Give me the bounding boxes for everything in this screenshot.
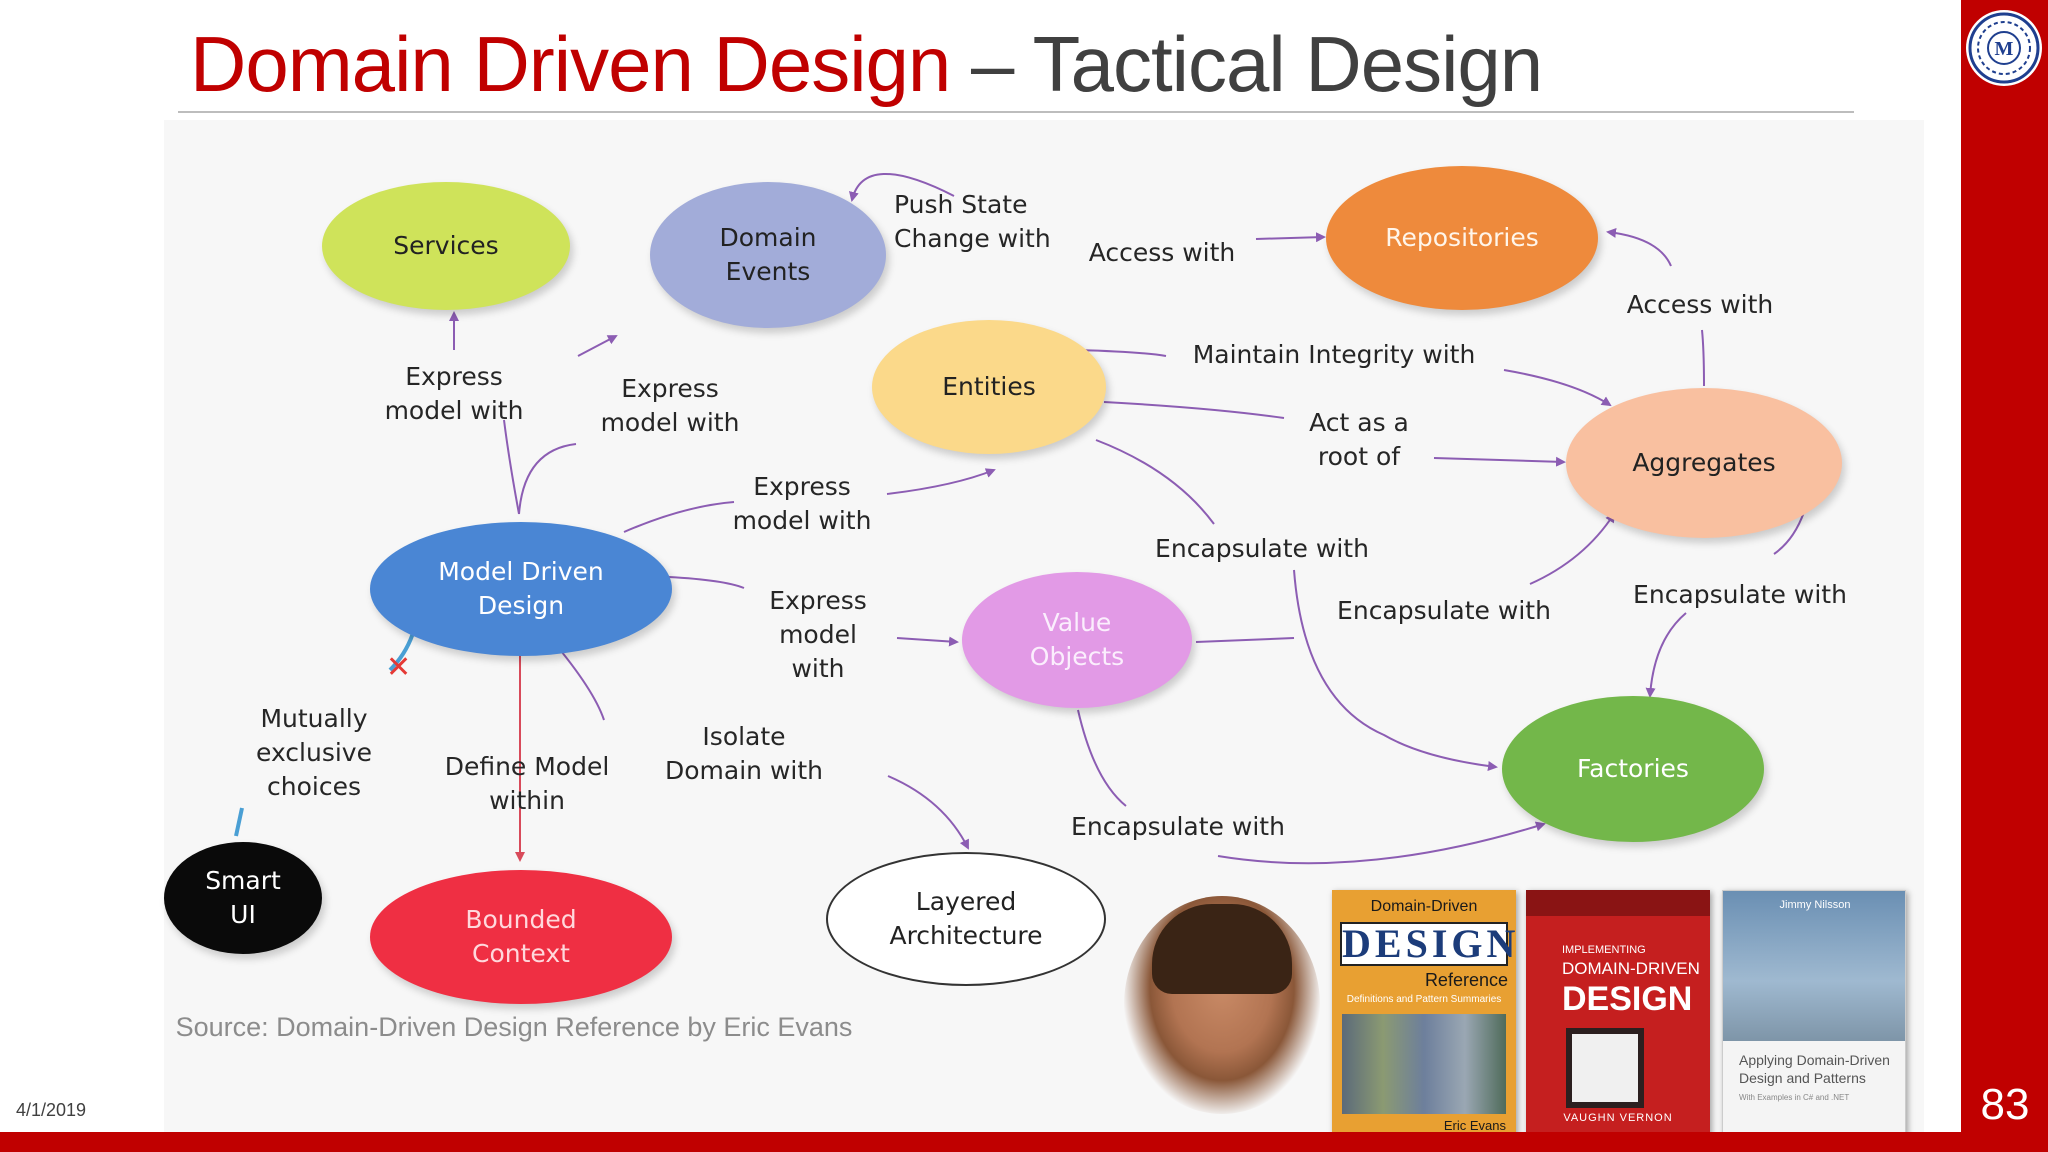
label-aggregates-repositories: Access with: [1626, 290, 1774, 319]
slide-title: Domain Driven Design – Tactical Design: [190, 14, 1544, 114]
label-mdd-domain-events: Express model with: [600, 374, 740, 437]
label-entities-factories: Encapsulate with: [1155, 534, 1369, 563]
connector-mdd-value-objects: [668, 576, 745, 589]
title-main: Domain Driven Design: [190, 20, 951, 108]
slide-number: 83: [1980, 1080, 2030, 1129]
connector-mdd-services: [503, 419, 520, 515]
book-cover-applying-ddd: Jimmy Nilsson Applying Domain-Driven Des…: [1722, 890, 1906, 1138]
node-domain-events: Domain Events: [650, 182, 886, 328]
source-note: Source: Domain-Driven Design Reference b…: [175, 1012, 853, 1042]
connector-layer: [234, 173, 1805, 865]
book1-tagline: Definitions and Pattern Summaries: [1346, 994, 1502, 1005]
label-entities-repositories: Access with: [1088, 238, 1236, 267]
connector-entities-factories: [1095, 439, 1215, 525]
book1-author: Eric Evans: [1443, 1118, 1506, 1133]
label-entities-aggregates-integrity: Maintain Integrity with: [1192, 340, 1476, 369]
connector-entities-aggregates-integrity: [1077, 349, 1167, 357]
logo-letter: M: [1995, 38, 2014, 60]
title-separator: –: [950, 20, 1033, 108]
book3-subtitle: With Examples in C# and .NET: [1739, 1093, 1850, 1102]
book3-author: Jimmy Nilsson: [1779, 899, 1851, 911]
book-cover-implementing-ddd: IMPLEMENTING DOMAIN-DRIVEN DESIGN VAUGHN…: [1526, 890, 1710, 1140]
book3-title: Applying Domain-Driven Design and Patter…: [1739, 1052, 1890, 1086]
book3-bridge-image: [1723, 891, 1905, 1041]
label-value-objects-aggregates: Encapsulate with: [1337, 596, 1551, 625]
node-layered-architecture: Layered Architecture: [826, 852, 1106, 986]
book2-artwork: [1566, 1028, 1644, 1108]
connector-mdd-entities: [623, 501, 735, 533]
label-mdd-services: Express model with: [384, 362, 524, 425]
slide-date: 4/1/2019: [16, 1100, 87, 1120]
book2-overline: IMPLEMENTING: [1562, 944, 1646, 956]
book2-author: VAUGHN VERNON: [1563, 1112, 1673, 1124]
book1-top-text: Domain-Driven: [1370, 898, 1478, 915]
label-entities-aggregates-root: Act as a root of: [1309, 408, 1409, 471]
connector-exclusive-bottom: [234, 807, 244, 837]
node-aggregates: Aggregates: [1566, 388, 1842, 538]
label-mdd-value-objects: Express model with: [769, 586, 867, 683]
right-accent-bar: [1961, 0, 2048, 1152]
label-entities-domain-events: Push State Change with: [894, 190, 1051, 253]
connector-aggregates-repositories: [1701, 329, 1705, 387]
title-sub: Tactical Design: [1032, 20, 1544, 108]
label-mdd-bounded-context: Define Model within: [444, 752, 610, 815]
book1-big-title: DESIGN: [1340, 921, 1516, 966]
label-aggregates-factories: Encapsulate with: [1633, 580, 1847, 609]
title-divider: [178, 111, 1854, 113]
connector-entities-aggregates-root: [1103, 401, 1285, 419]
node-smart-ui: Smart UI: [164, 842, 322, 954]
node-value-objects: Value Objects: [962, 572, 1192, 708]
node-services: Services: [322, 182, 570, 310]
connector-mdd-domain-events: [518, 443, 577, 515]
bottom-accent-bar: [0, 1132, 2048, 1152]
author-photo: [1124, 896, 1320, 1114]
book2-big-title: DESIGN: [1562, 980, 1693, 1018]
label-mdd-entities: Express model with: [732, 472, 872, 535]
book2-title: DOMAIN-DRIVEN: [1562, 959, 1700, 978]
node-repositories: Repositories: [1326, 166, 1598, 310]
diagram-panel: Services Domain Events Repositories Enti…: [164, 120, 1924, 1142]
book2-top-band: [1526, 890, 1710, 916]
connector-value-objects-factories: [1077, 709, 1127, 807]
university-logo: M: [1966, 10, 2042, 86]
connector-value-objects-aggregates: [1195, 637, 1295, 643]
node-model-driven-design: Model Driven Design: [370, 522, 672, 656]
book1-mosaic-image: [1342, 1014, 1506, 1114]
label-value-objects-factories: Encapsulate with: [1071, 812, 1285, 841]
node-factories: Factories: [1502, 696, 1764, 842]
label-mutually-exclusive: Mutually exclusive choices: [256, 704, 372, 801]
exclusive-x-mark: ✕: [386, 650, 412, 685]
node-bounded-context: Bounded Context: [370, 870, 672, 1004]
node-entities: Entities: [872, 320, 1106, 454]
book-cover-ddd-reference: Domain-Driven DESIGN Reference Definitio…: [1332, 890, 1516, 1142]
connector-aggregates-factories: [1773, 511, 1805, 555]
book1-subtitle: Reference: [1424, 970, 1508, 990]
label-mdd-layered-architecture: Isolate Domain with: [665, 722, 823, 785]
